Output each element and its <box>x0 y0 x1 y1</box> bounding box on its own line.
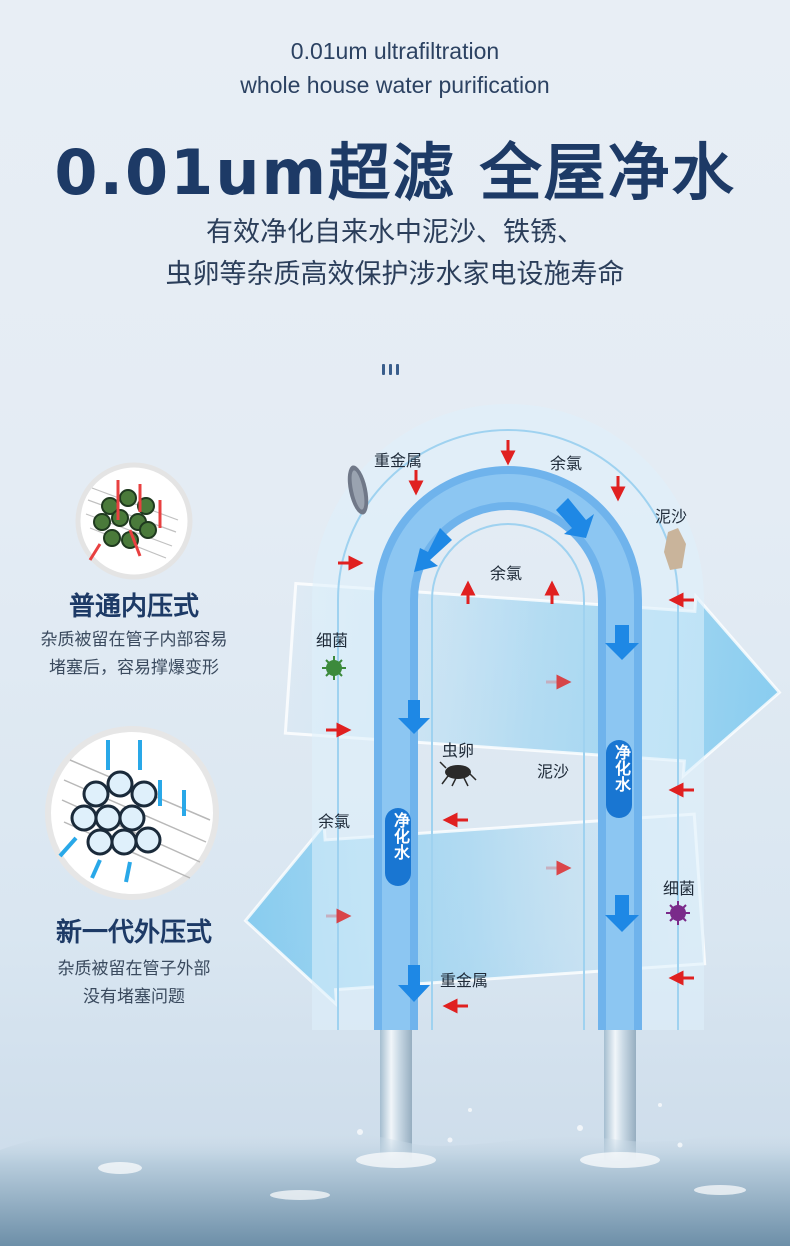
inner-pressure-desc-line-1: 杂质被留在管子内部容易 <box>40 630 228 650</box>
label-heavy-metal-top: 重金属 <box>374 451 423 470</box>
outer-pressure-desc-line-2: 没有堵塞问题 <box>83 987 185 1007</box>
label-chlorine-left: 余氯 <box>318 812 351 831</box>
outer-pressure-desc: 杂质被留在管子外部 没有堵塞问题 <box>0 955 268 1011</box>
inner-pressure-fiber-icon <box>75 462 193 580</box>
pure-water-pill-right <box>606 740 632 818</box>
label-bacteria-right: 细菌 <box>663 879 696 898</box>
label-chlorine-top: 余氯 <box>550 454 583 473</box>
label-heavy-metal-bottom: 重金属 <box>440 971 489 990</box>
heavy-metal-icon <box>347 465 369 515</box>
outer-pressure-title: 新一代外压式 <box>55 918 212 948</box>
insect-egg-icon <box>439 761 477 787</box>
label-chlorine-inner: 余氯 <box>490 564 523 583</box>
label-insect-eggs: 虫卵 <box>442 741 475 760</box>
inner-pressure-desc: 杂质被留在管子内部容易 堵塞后，容易撑爆变形 <box>0 626 268 682</box>
pure-water-pill-left <box>385 808 411 886</box>
english-title-line-2: whole house water purification <box>240 72 550 98</box>
subtitle-line-2: 虫卵等杂质高效保护涉水家电设施寿命 <box>165 259 625 290</box>
outer-pressure-desc-line-1: 杂质被留在管子外部 <box>57 959 211 979</box>
sediment-icon <box>664 528 686 570</box>
water-splash-icon <box>0 1126 790 1246</box>
label-sediment-mid: 泥沙 <box>537 762 570 781</box>
english-title-line-1: 0.01um ultrafiltration <box>290 38 500 64</box>
bacteria-icon-right <box>666 901 690 925</box>
red-inflow-arrow-icons <box>326 440 694 1014</box>
label-sediment-top: 泥沙 <box>655 507 688 526</box>
headline: 0.01um超滤 全屋净水 <box>54 136 736 209</box>
subtitle-line-1: 有效净化自来水中泥沙、铁锈、 <box>206 217 584 248</box>
label-bacteria-left: 细菌 <box>316 631 349 650</box>
pure-water-label-right: 净化水 <box>612 744 631 792</box>
outer-pressure-fiber-icon <box>45 726 219 900</box>
pure-water-label-left: 净化水 <box>391 812 410 860</box>
inner-pressure-desc-line-2: 堵塞后，容易撑爆变形 <box>49 658 219 678</box>
blue-flow-arrow-icons <box>398 498 639 1002</box>
dots-indicator-icon <box>382 364 399 375</box>
inner-pressure-title: 普通内压式 <box>68 592 199 622</box>
bacteria-icon-left <box>322 656 346 680</box>
